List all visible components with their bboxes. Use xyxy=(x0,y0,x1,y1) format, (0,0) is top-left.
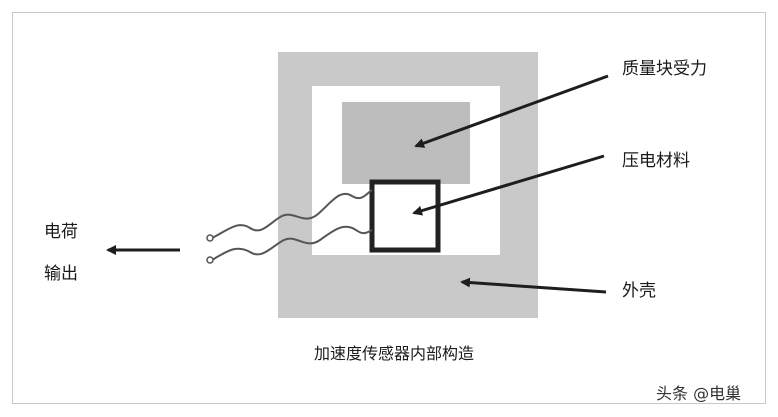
wire-end-top xyxy=(206,234,214,242)
piezo-material xyxy=(369,179,441,253)
figure-caption: 加速度传感器内部构造 xyxy=(314,344,475,363)
arrow-mass-force xyxy=(414,74,609,148)
mass-block xyxy=(342,102,470,184)
shell xyxy=(278,52,538,318)
label-output: 输出 xyxy=(44,264,78,284)
label-piezo-material: 压电材料 xyxy=(622,151,690,171)
wire-bottom xyxy=(211,225,373,261)
label-mass-force: 质量块受力 xyxy=(622,59,707,79)
arrow-shell xyxy=(460,277,607,294)
label-shell: 外壳 xyxy=(622,281,656,301)
arrow-piezo xyxy=(412,154,605,216)
wire-top xyxy=(211,189,373,239)
label-charge: 电荷 xyxy=(44,222,78,242)
figure-frame xyxy=(12,12,766,404)
wire-end-bottom xyxy=(206,256,214,264)
watermark: 头条 @电巢 xyxy=(656,384,742,403)
